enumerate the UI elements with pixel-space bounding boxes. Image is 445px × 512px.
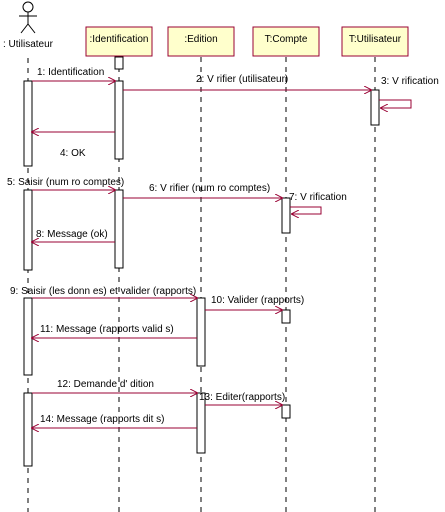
- messages: [32, 81, 412, 428]
- activation-t-utilisateur-1: [370, 89, 380, 126]
- activation-identification-top: [114, 56, 124, 70]
- message-label-8: 8: Message (ok): [36, 229, 108, 240]
- participant-box-t-utilisateur: T:Utilisateur: [341, 26, 409, 57]
- message-arrow-7: [290, 206, 322, 214]
- activation-utilisateur-1: [23, 80, 33, 167]
- activation-compte-2: [281, 309, 291, 324]
- actor-icon: [19, 1, 37, 34]
- participant-box-compte: T:Compte: [252, 26, 320, 57]
- message-labels: 1: Identification 2: V rifier (utilisate…: [7, 67, 439, 425]
- activation-compte-3: [281, 404, 291, 419]
- activation-utilisateur-3: [23, 297, 33, 376]
- message-label-5: 5: Saisir (num ro comptes): [7, 177, 124, 188]
- message-label-13: 13: Editer(rapports): [199, 392, 285, 403]
- message-arrow-3: [379, 99, 412, 108]
- activation-edition-2: [196, 392, 206, 454]
- activation-utilisateur-2: [23, 189, 33, 271]
- message-label-11: 11: Message (rapports valid s): [40, 324, 174, 335]
- participant-label-compte: T:Compte: [265, 34, 308, 45]
- participant-label-utilisateur: : Utilisateur: [3, 39, 54, 50]
- message-label-10: 10: Valider (rapports): [211, 295, 304, 306]
- message-label-2: 2: V rifier (utilisateur): [196, 74, 288, 85]
- activation-compte-1: [281, 197, 291, 234]
- message-label-7: 7: V rification: [289, 192, 347, 203]
- activation-bars: [23, 56, 380, 467]
- message-label-9: 9: Saisir (les donn es) et valider (rapp…: [10, 286, 196, 297]
- message-label-6: 6: V rifier (num ro comptes): [149, 183, 270, 194]
- activation-edition-1: [196, 297, 206, 367]
- activation-utilisateur-4: [23, 392, 33, 467]
- participant-label-t-utilisateur: T:Utilisateur: [349, 34, 402, 45]
- participant-label-edition: :Edition: [184, 34, 217, 45]
- message-label-4: 4: OK: [60, 148, 86, 159]
- participant-box-edition: :Edition: [167, 26, 235, 57]
- message-label-12: 12: Demande d' dition: [57, 379, 154, 390]
- message-label-14: 14: Message (rapports dit s): [40, 414, 165, 425]
- participant-box-identification: :Identification: [85, 26, 153, 57]
- message-label-1: 1: Identification: [37, 67, 104, 78]
- activation-identification-1: [114, 80, 124, 160]
- message-label-3: 3: V rification: [381, 76, 439, 87]
- activation-identification-2: [114, 189, 124, 269]
- participant-label-identification: :Identification: [90, 34, 149, 45]
